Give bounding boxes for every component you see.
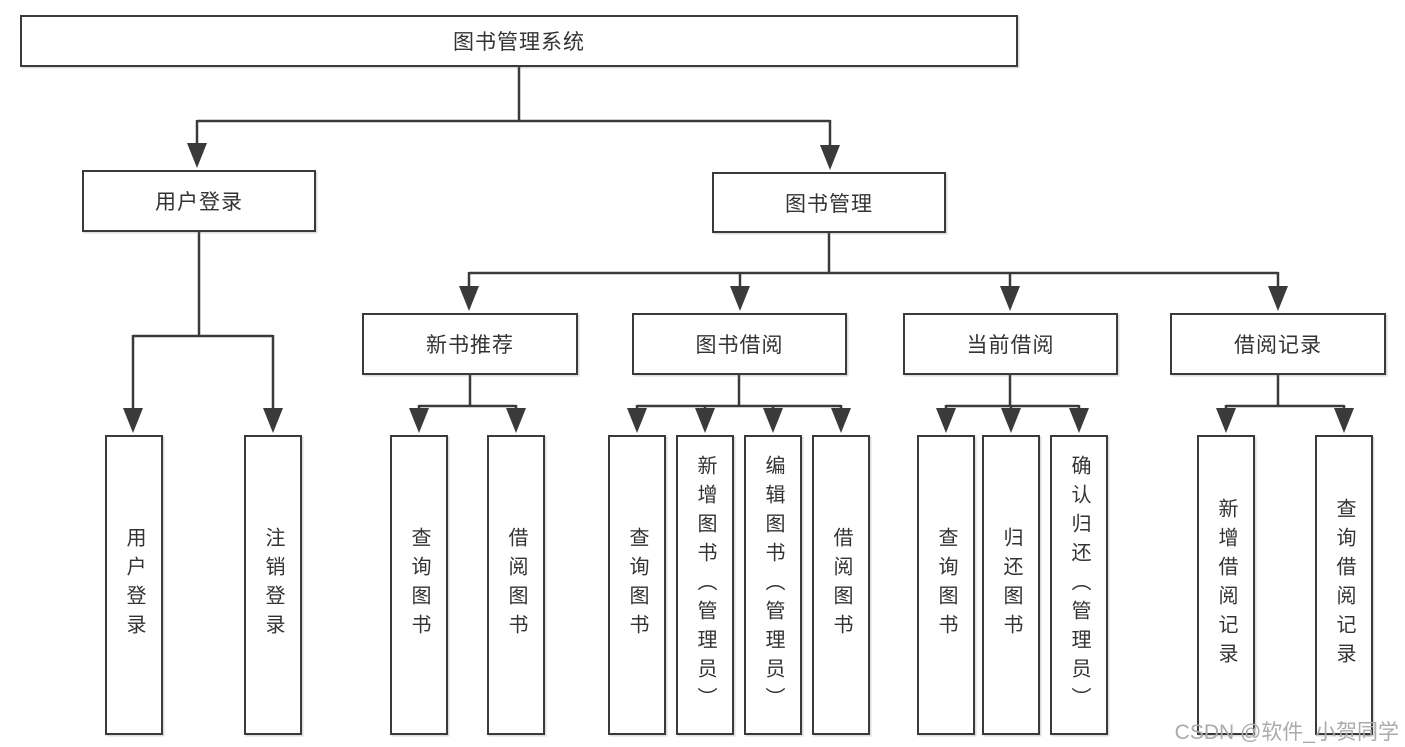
leaf-query-books-current-label: 查询图书	[935, 527, 957, 643]
leaf-query-books-borrow-label: 查询图书	[626, 527, 648, 643]
leaf-add-book-admin-label: 新增图书（管理员）	[694, 454, 716, 716]
leaf-borrow-books-recommend-label: 借阅图书	[505, 527, 527, 643]
leaf-borrow-books: 借阅图书	[812, 435, 870, 735]
node-borrow-records: 借阅记录	[1170, 313, 1386, 375]
leaf-add-borrow-record-label: 新增借阅记录	[1215, 498, 1237, 672]
leaf-query-books-borrow: 查询图书	[608, 435, 666, 735]
leaf-query-books-current: 查询图书	[917, 435, 975, 735]
leaf-add-borrow-record: 新增借阅记录	[1197, 435, 1255, 735]
leaf-user-login-label: 用户登录	[123, 527, 145, 643]
leaf-return-books: 归还图书	[982, 435, 1040, 735]
node-current-borrow: 当前借阅	[903, 313, 1118, 375]
node-new-book-recommend: 新书推荐	[362, 313, 578, 375]
leaf-logout: 注销登录	[244, 435, 302, 735]
csdn-watermark: CSDN @软件_小贺同学	[1174, 721, 1399, 744]
arrowheads	[123, 143, 1354, 433]
leaf-return-books-label: 归还图书	[1000, 527, 1022, 643]
node-book-borrow: 图书借阅	[632, 313, 847, 375]
leaf-confirm-return-admin: 确认归还（管理员）	[1050, 435, 1108, 735]
leaf-query-borrow-record: 查询借阅记录	[1315, 435, 1373, 735]
leaf-add-book-admin: 新增图书（管理员）	[676, 435, 734, 735]
leaf-borrow-books-label: 借阅图书	[830, 527, 852, 643]
leaf-edit-book-admin: 编辑图书（管理员）	[744, 435, 802, 735]
leaf-confirm-return-admin-label: 确认归还（管理员）	[1068, 454, 1090, 716]
leaf-logout-label: 注销登录	[262, 527, 284, 643]
node-root: 图书管理系统	[20, 15, 1018, 67]
leaf-edit-book-admin-label: 编辑图书（管理员）	[762, 454, 784, 716]
node-book-management: 图书管理	[712, 172, 946, 233]
leaf-query-borrow-record-label: 查询借阅记录	[1333, 498, 1355, 672]
leaf-borrow-books-recommend: 借阅图书	[487, 435, 545, 735]
leaf-user-login: 用户登录	[105, 435, 163, 735]
leaf-query-books-recommend-label: 查询图书	[408, 527, 430, 643]
node-user-login: 用户登录	[82, 170, 316, 232]
leaf-query-books-recommend: 查询图书	[390, 435, 448, 735]
